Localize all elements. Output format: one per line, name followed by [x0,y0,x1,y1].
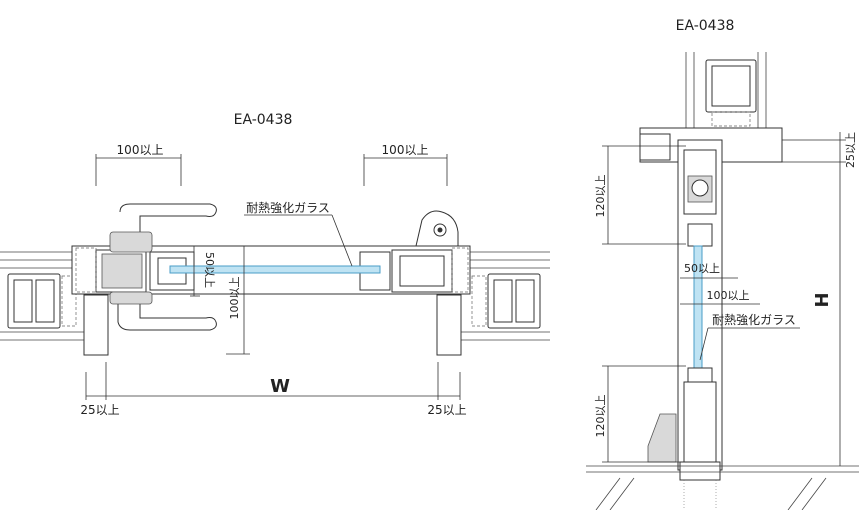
section-dim-100-label: 100以上 [707,289,750,302]
plan-width-dimension: W 25以上 25以上 [80,362,467,417]
dim-left-top-label: 100以上 [117,143,164,157]
plan-width-label: W [270,376,290,397]
section-lower-120-dimension: 120以上 [594,365,686,463]
plan-view: EA-0438 100以上 100以上 [0,112,550,417]
plan-vertical-dimensions: 50以上 100以上 [190,245,250,355]
section-dim-lower-120-label: 120以上 [594,395,607,438]
plan-left-profile [7,273,109,356]
plan-dim-left-bottom-label: 25以上 [80,403,119,417]
section-dim-50-label: 50以上 [684,262,720,275]
section-view: EA-0438 [586,18,859,510]
section-mid-dimensions: 50以上 100以上 耐熱強化ガラス [680,262,800,361]
plan-view-title: EA-0438 [234,112,293,128]
section-dim-upper-120-label: 120以上 [594,175,607,218]
lever-handle-icon [109,203,217,331]
plan-dim-100-label: 100以上 [228,277,241,320]
dim-right-top-label: 100以上 [382,143,429,157]
section-glass-label: 耐熱強化ガラス [712,313,796,327]
section-floor [586,413,859,510]
plan-glass-label: 耐熱強化ガラス [246,201,330,215]
plan-dim-50-label: 50以上 [203,252,216,288]
plan-glass-pane [169,265,381,274]
plan-right-profile [436,273,541,356]
section-height-label: H [812,292,833,307]
plan-top-dimensions: 100以上 100以上 [95,143,448,186]
plan-door-leaf [71,245,471,295]
hinge-knob-icon [415,210,459,247]
section-view-title: EA-0438 [676,18,735,34]
section-height-dimension: 25以上 H [782,132,857,466]
section-dim-top-25-label: 25以上 [844,132,857,168]
section-upper-120-dimension: 120以上 [594,145,686,245]
plan-dim-right-bottom-label: 25以上 [427,403,466,417]
section-door-panel [677,139,723,510]
